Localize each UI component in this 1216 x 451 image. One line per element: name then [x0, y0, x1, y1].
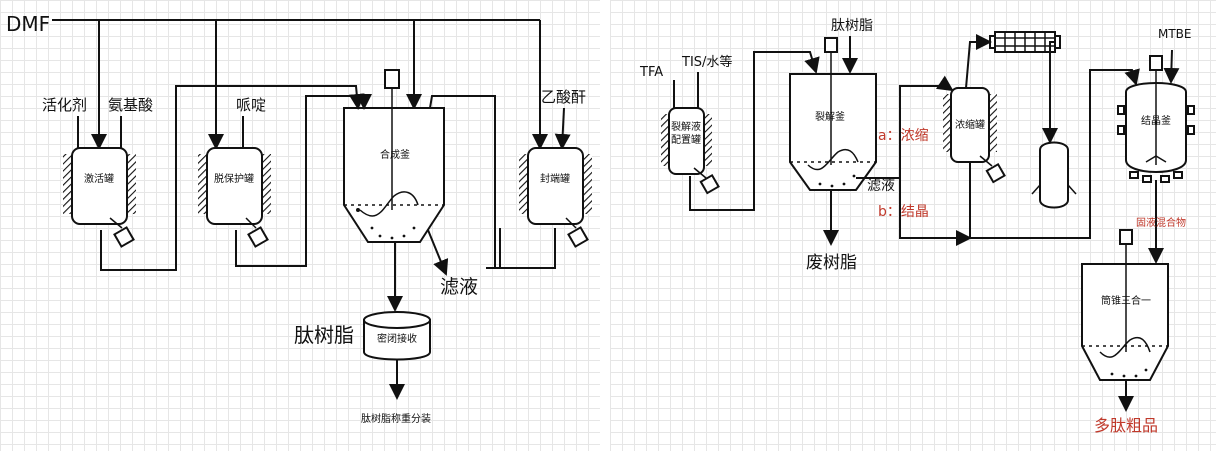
activator-label: 活化剂 — [42, 96, 87, 114]
crude-peptide-label: 多肽粗品 — [1094, 416, 1158, 435]
amino-acid-label: 氨基酸 — [108, 96, 153, 114]
peptide-resin-input-label: 肽树脂 — [831, 18, 873, 34]
solid-liquid-mixture-label: 固液混合物 — [1136, 216, 1186, 229]
dmf-header-pipe — [52, 19, 548, 150]
condensate-receiver — [1031, 141, 1077, 209]
crystallization-kettle — [1117, 55, 1195, 183]
tfa-label: TFA — [639, 65, 663, 80]
cleavage-kettle-label: 裂解釜 — [815, 110, 845, 123]
waste-resin-label: 废树脂 — [806, 253, 857, 273]
cleavage-kettle — [789, 37, 877, 191]
deprotection-tank-label: 脱保护罐 — [214, 172, 254, 185]
peptide-resin-label: 肽树脂 — [294, 323, 354, 347]
filtrate-label-right: 滤液 — [867, 178, 895, 194]
weighing-label: 肽树脂称重分装 — [361, 412, 431, 425]
cleavage-prep-tank-label-2: 配置罐 — [671, 133, 701, 146]
condenser — [989, 31, 1061, 53]
crystallization-kettle-label: 结晶釜 — [1141, 114, 1171, 127]
route-a-label: a：浓缩 — [878, 128, 929, 144]
dmf-label: DMF — [6, 12, 50, 36]
sealed-receiver-label: 密闭接收 — [377, 332, 417, 345]
process-piping — [100, 85, 556, 400]
piperidine-label: 哌啶 — [236, 96, 266, 114]
capping-tank — [519, 147, 592, 248]
deprotection-tank — [198, 147, 271, 248]
sealed-receiver — [363, 311, 431, 361]
filter-dryer — [1081, 229, 1169, 381]
concentration-tank — [943, 87, 1006, 184]
cleavage-flow-svg: TFA TIS/水等 肽树脂 MTBE a：浓缩 b：结晶 滤液 废树脂 固液混… — [639, 18, 1195, 435]
mtbe-label: MTBE — [1158, 27, 1192, 41]
tis-water-label: TIS/水等 — [681, 54, 732, 70]
filtrate-label: 滤液 — [440, 276, 478, 298]
acetic-anhydride-label: 乙酸酐 — [541, 88, 586, 106]
acetic-anhydride-inlet — [554, 107, 571, 150]
cleavage-prep-tank-label-1: 裂解液 — [671, 120, 701, 133]
synthesis-kettle-label: 合成釜 — [380, 148, 410, 161]
activation-tank — [63, 147, 136, 248]
cleavage-crystallization-diagram: TFA TIS/水等 肽树脂 MTBE a：浓缩 b：结晶 滤液 废树脂 固液混… — [610, 0, 1216, 451]
cleavage-prep-tank — [661, 107, 720, 195]
spps-flow-svg: DMF 活化剂 氨基酸 哌啶 乙酸酐 滤液 肽树脂 肽树脂称重分装 激活罐 脱保… — [6, 12, 592, 425]
route-b-label: b：结晶 — [878, 204, 929, 220]
capping-tank-label: 封端罐 — [540, 172, 570, 185]
process-piping-right — [689, 34, 1180, 412]
activation-tank-label: 激活罐 — [84, 172, 114, 185]
concentration-tank-label: 浓缩罐 — [955, 118, 985, 131]
filter-dryer-label: 筒锥三合一 — [1101, 294, 1151, 307]
synthesis-kettle — [343, 69, 445, 243]
spps-synthesis-diagram: DMF 活化剂 氨基酸 哌啶 乙酸酐 滤液 肽树脂 肽树脂称重分装 激活罐 脱保… — [0, 0, 600, 451]
